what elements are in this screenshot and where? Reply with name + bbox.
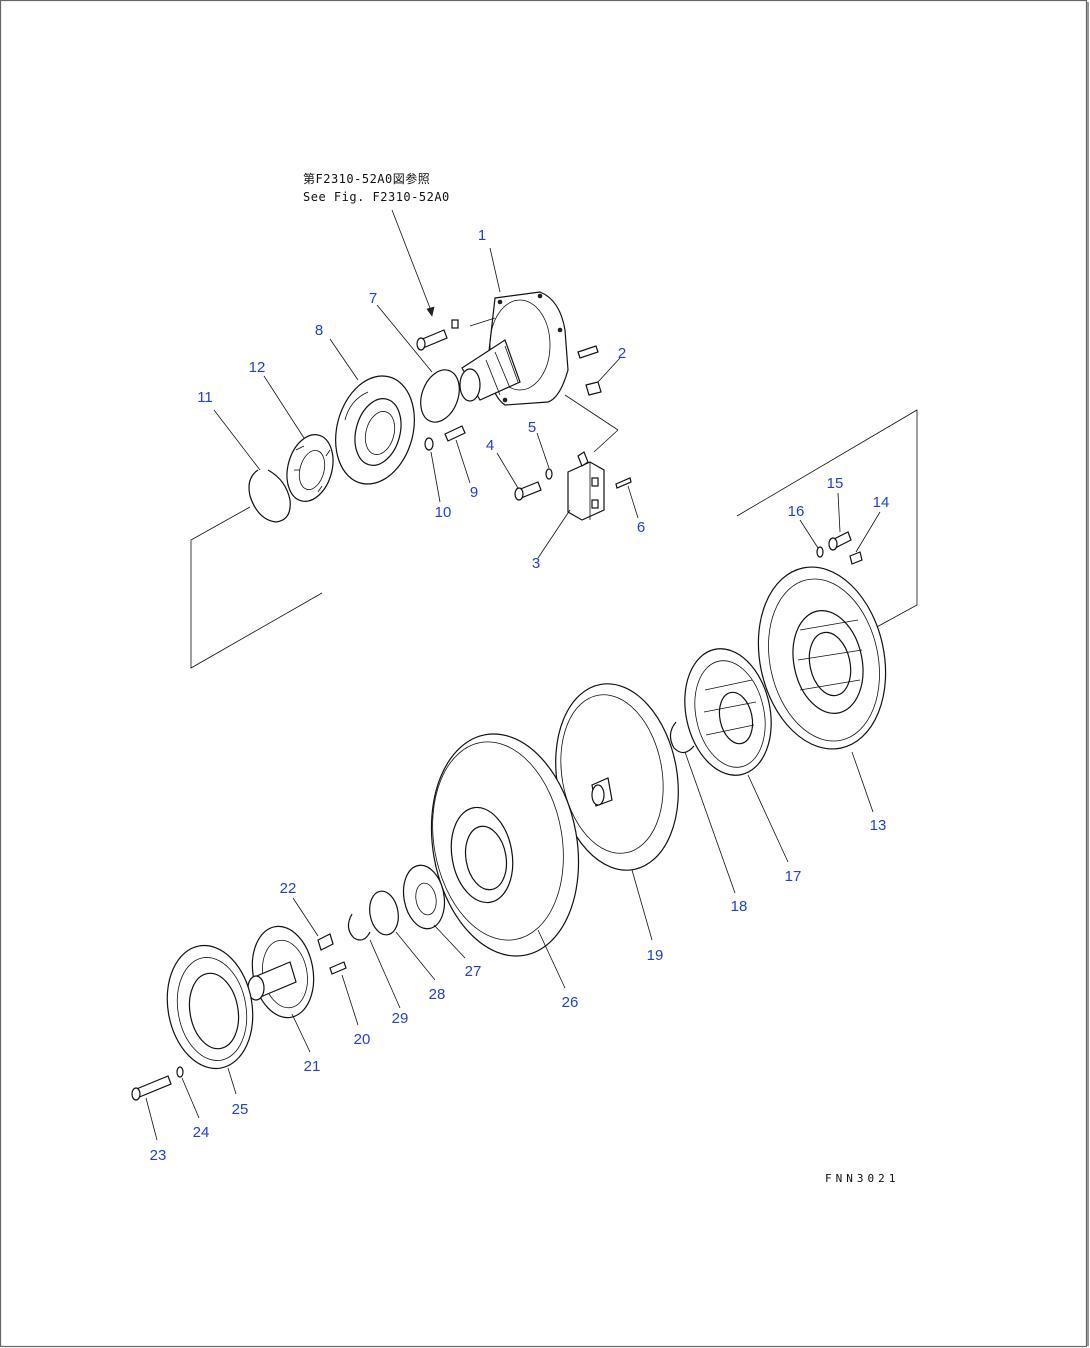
part-25-gear bbox=[166, 944, 254, 1070]
callout-15: 15 bbox=[827, 475, 844, 492]
part-29-snap-ring bbox=[347, 913, 371, 941]
callout-10: 10 bbox=[435, 504, 452, 521]
callout-27: 27 bbox=[465, 963, 482, 980]
reference-note-jp: 第F2310-52A0図参照 bbox=[303, 171, 430, 186]
callout-16: 16 bbox=[788, 503, 805, 520]
callout-5: 5 bbox=[528, 419, 536, 436]
callout-28: 28 bbox=[429, 986, 446, 1003]
part-21-flange bbox=[247, 925, 315, 1019]
callout-3: 3 bbox=[532, 555, 540, 572]
part-17-stator bbox=[684, 648, 772, 776]
reference-note-en: See Fig. F2310-52A0 bbox=[303, 190, 450, 204]
callout-6: 6 bbox=[637, 519, 645, 536]
part-26-pump-impeller bbox=[430, 733, 580, 957]
callout-12: 12 bbox=[249, 359, 266, 376]
callout-9: 9 bbox=[470, 484, 478, 501]
callout-25: 25 bbox=[232, 1101, 249, 1118]
part-19-turbine bbox=[555, 683, 679, 871]
part-11-snap-ring bbox=[248, 469, 291, 523]
callout-17: 17 bbox=[785, 868, 802, 885]
callout-24: 24 bbox=[193, 1124, 210, 1141]
callout-18: 18 bbox=[731, 898, 748, 915]
callout-20: 20 bbox=[354, 1031, 371, 1048]
callout-2: 2 bbox=[618, 345, 626, 362]
callout-8: 8 bbox=[315, 322, 323, 339]
callout-7: 7 bbox=[369, 290, 377, 307]
figure-code: FNN3021 bbox=[825, 1172, 899, 1185]
callout-21: 21 bbox=[304, 1058, 321, 1075]
callout-19: 19 bbox=[647, 947, 664, 964]
part-28-o-ring bbox=[369, 890, 399, 936]
part-12-bearing bbox=[286, 434, 334, 502]
part-18-snap-ring bbox=[669, 721, 695, 754]
part-27-bearing bbox=[402, 864, 446, 930]
callout-22: 22 bbox=[280, 880, 297, 897]
part-1-housing bbox=[459, 291, 569, 406]
callout-26: 26 bbox=[562, 994, 579, 1011]
part-8-cover bbox=[335, 375, 415, 485]
callout-29: 29 bbox=[392, 1010, 409, 1027]
callout-14: 14 bbox=[873, 494, 890, 511]
callout-11: 11 bbox=[197, 389, 213, 406]
callout-13: 13 bbox=[870, 817, 887, 834]
part-7-o-ring bbox=[420, 369, 460, 423]
callout-1: 1 bbox=[478, 227, 486, 244]
callout-23: 23 bbox=[150, 1147, 167, 1164]
part-13-ring-gear bbox=[757, 566, 887, 750]
callout-4: 4 bbox=[486, 437, 494, 454]
part-3-block bbox=[567, 451, 605, 521]
